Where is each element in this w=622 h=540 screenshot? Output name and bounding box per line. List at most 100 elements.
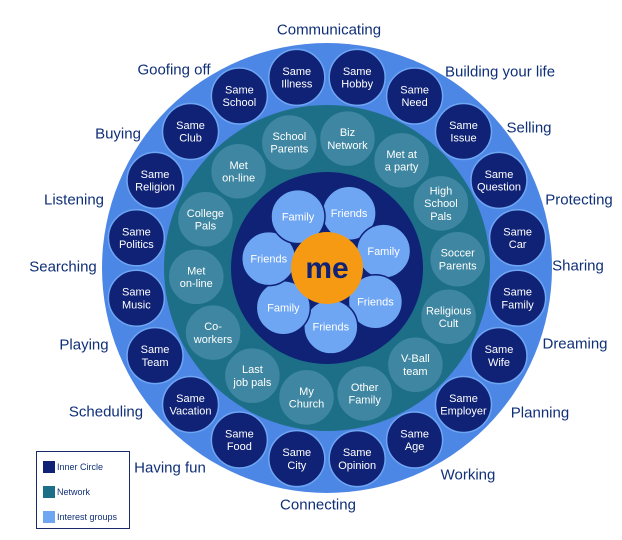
outer-label-sharing: Sharing [552, 257, 604, 275]
outer-label-communicating: Communicating [276, 21, 382, 39]
interest-group-bubble [268, 48, 326, 107]
interest-group-bubble [328, 48, 386, 107]
network-bubble [419, 288, 478, 346]
network-bubble [260, 113, 319, 172]
legend-swatch-network [43, 486, 55, 498]
interest-group-bubble [210, 67, 269, 125]
network-label: Co-workers [193, 321, 233, 346]
interest-group-bubble [385, 67, 444, 125]
outer-label-searching: Searching [29, 258, 97, 276]
inner-circle-label: Friends [331, 208, 368, 220]
outer-label-scheduling: Scheduling [68, 403, 144, 421]
network-bubble [428, 230, 487, 288]
inner-circle-label: Friends [250, 253, 287, 265]
interest-group-bubble [470, 326, 528, 385]
network-bubble [184, 303, 242, 362]
interest-group-bubble [434, 375, 493, 434]
interest-group-bubble [107, 269, 166, 327]
inner-circle-bubble [347, 273, 404, 330]
interest-group-bubble [126, 151, 184, 210]
legend-swatch-inner-circle [43, 461, 55, 473]
outer-label-building: Building your life [444, 63, 556, 81]
network-bubble [372, 131, 431, 190]
network-bubble [209, 142, 268, 201]
outer-label-buying: Buying [95, 125, 141, 143]
legend: Inner Circle Network Interest groups [36, 451, 130, 529]
interest-group-bubble [210, 411, 269, 469]
interest-group-bubble [385, 411, 444, 469]
outer-label-working: Working [440, 466, 496, 484]
legend-item-network: Network [43, 485, 90, 499]
interest-group-bubble [470, 151, 528, 210]
outer-label-connecting: Connecting [280, 496, 356, 514]
legend-label: Inner Circle [57, 462, 104, 472]
interest-group-bubble [488, 269, 547, 327]
inner-circle-label: Family [367, 246, 400, 258]
legend-label: Interest groups [57, 512, 118, 522]
outer-label-having-fun: Having fun [134, 459, 206, 477]
interest-group-bubble [107, 209, 166, 267]
interest-group-bubble [434, 102, 493, 161]
interest-group-bubble [328, 429, 386, 488]
network-bubble [223, 346, 282, 405]
inner-circle-label: Family [282, 211, 315, 223]
outer-label-selling: Selling [506, 119, 552, 137]
network-bubble [318, 109, 377, 168]
interest-group-bubble [161, 102, 220, 161]
outer-label-listening: Listening [43, 191, 105, 209]
inner-circle-label: Friends [357, 297, 394, 309]
interest-group-bubble [268, 429, 326, 488]
interest-group-bubble [126, 326, 184, 385]
interest-group-bubble [161, 375, 220, 434]
network-bubble [167, 248, 226, 306]
inner-circle-bubble [270, 188, 326, 245]
outer-label-dreaming: Dreaming [542, 335, 608, 353]
interest-group-bubble [488, 209, 547, 267]
legend-item-interest-groups: Interest groups [43, 510, 117, 524]
network-bubble [412, 174, 470, 233]
outer-label-goofing-off: Goofing off [137, 61, 211, 79]
legend-swatch-interest-groups [43, 511, 55, 523]
center-me-circle [291, 232, 363, 304]
network-bubble [277, 368, 336, 427]
inner-circle-label: Friends [312, 322, 349, 334]
center-me-label: me [305, 252, 348, 285]
inner-circle-label: Family [267, 303, 300, 315]
legend-label: Network [57, 487, 91, 497]
network-bubble [386, 335, 445, 394]
legend-item-inner-circle: Inner Circle [43, 460, 103, 474]
